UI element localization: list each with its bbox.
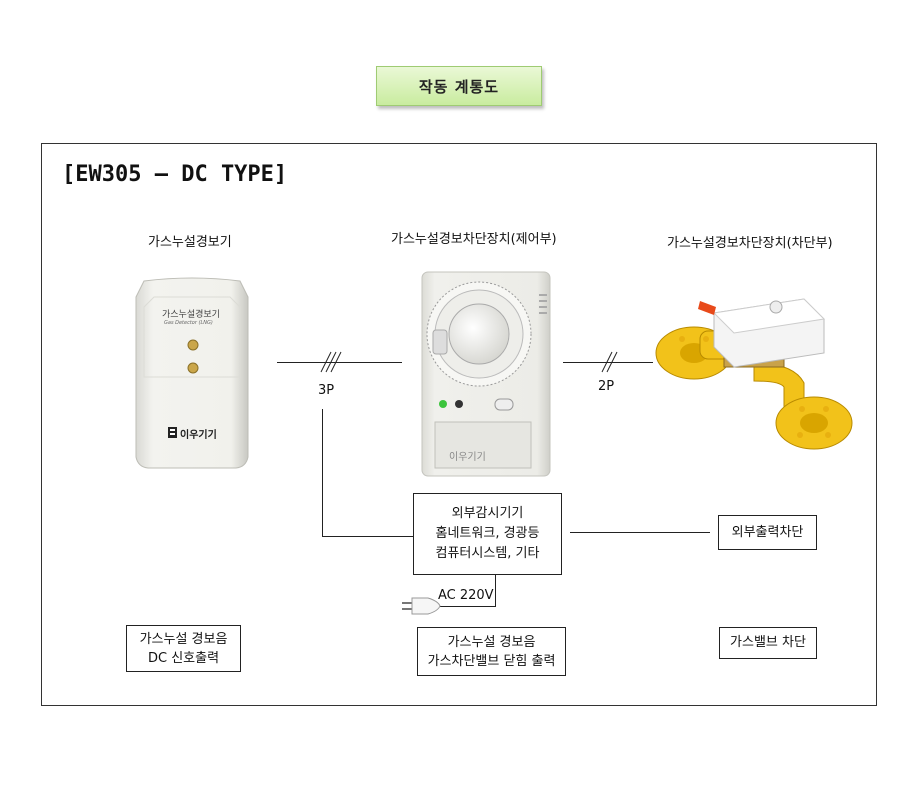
external-cutoff-text: 외부출력차단: [731, 524, 804, 540]
controller-caption: 가스누설경보차단장치(제어부): [391, 232, 557, 247]
external-cutoff-box: 외부출력차단: [718, 515, 817, 550]
power-plug-icon: [400, 593, 444, 623]
external-line-1: 외부감시기기: [451, 506, 524, 521]
power-cord-horizontal: [440, 606, 496, 607]
detector-face-subtext: Gas Detector (LNG): [164, 320, 213, 326]
output-detector-line-2: DC 신호출력: [147, 650, 220, 666]
output-box-detector: 가스누설 경보음 DC 신호출력: [126, 625, 241, 672]
output-detector-line-1: 가스누설 경보음: [139, 631, 228, 647]
connector-to-external: [322, 536, 414, 537]
wire-3p-hash-marks: [315, 348, 345, 380]
output-box-controller: 가스누설 경보음 가스차단밸브 닫힘 출력: [417, 627, 566, 676]
external-line-3: 컴퓨터시스템, 기타: [435, 546, 540, 561]
detector-brand: 이우기기: [180, 430, 217, 441]
connector-vertical: [322, 409, 323, 537]
detector-face-text: 가스누설경보기: [162, 310, 220, 320]
diagram-title: 작동 계통도: [376, 66, 542, 106]
power-label: AC 220V: [438, 588, 494, 603]
external-devices-box: 외부감시기기 홈네트워크, 경광등 컴퓨터시스템, 기타: [413, 493, 562, 575]
model-heading: [EW305 – DC TYPE]: [62, 162, 288, 187]
output-box-actuator: 가스밸브 차단: [719, 627, 817, 659]
detector-caption: 가스누설경보기: [148, 235, 232, 250]
output-actuator-text: 가스밸브 차단: [730, 635, 806, 650]
actuator-caption: 가스누설경보차단장치(차단부): [667, 236, 833, 251]
controller-device: 이우기기: [419, 270, 553, 478]
power-cord-vertical: [495, 575, 496, 606]
external-line-2: 홈네트워크, 경광등: [435, 526, 540, 541]
output-controller-line-2: 가스차단밸브 닫힘 출력: [427, 653, 556, 669]
wire-3p-label: 3P: [318, 383, 335, 398]
output-controller-line-1: 가스누설 경보음: [447, 634, 536, 650]
controller-brand: 이우기기: [449, 452, 486, 463]
valve-actuator-device: [654, 283, 854, 455]
wire-2p-hash-marks: [597, 348, 621, 380]
connector-to-cutoff: [570, 532, 710, 533]
gas-detector-device: 가스누설경보기 Gas Detector (LNG) 이우기기: [132, 277, 252, 471]
wire-3p: [277, 362, 402, 363]
wire-2p-label: 2P: [598, 379, 615, 394]
diagram-frame: [41, 143, 877, 706]
wire-2p: [563, 362, 653, 363]
